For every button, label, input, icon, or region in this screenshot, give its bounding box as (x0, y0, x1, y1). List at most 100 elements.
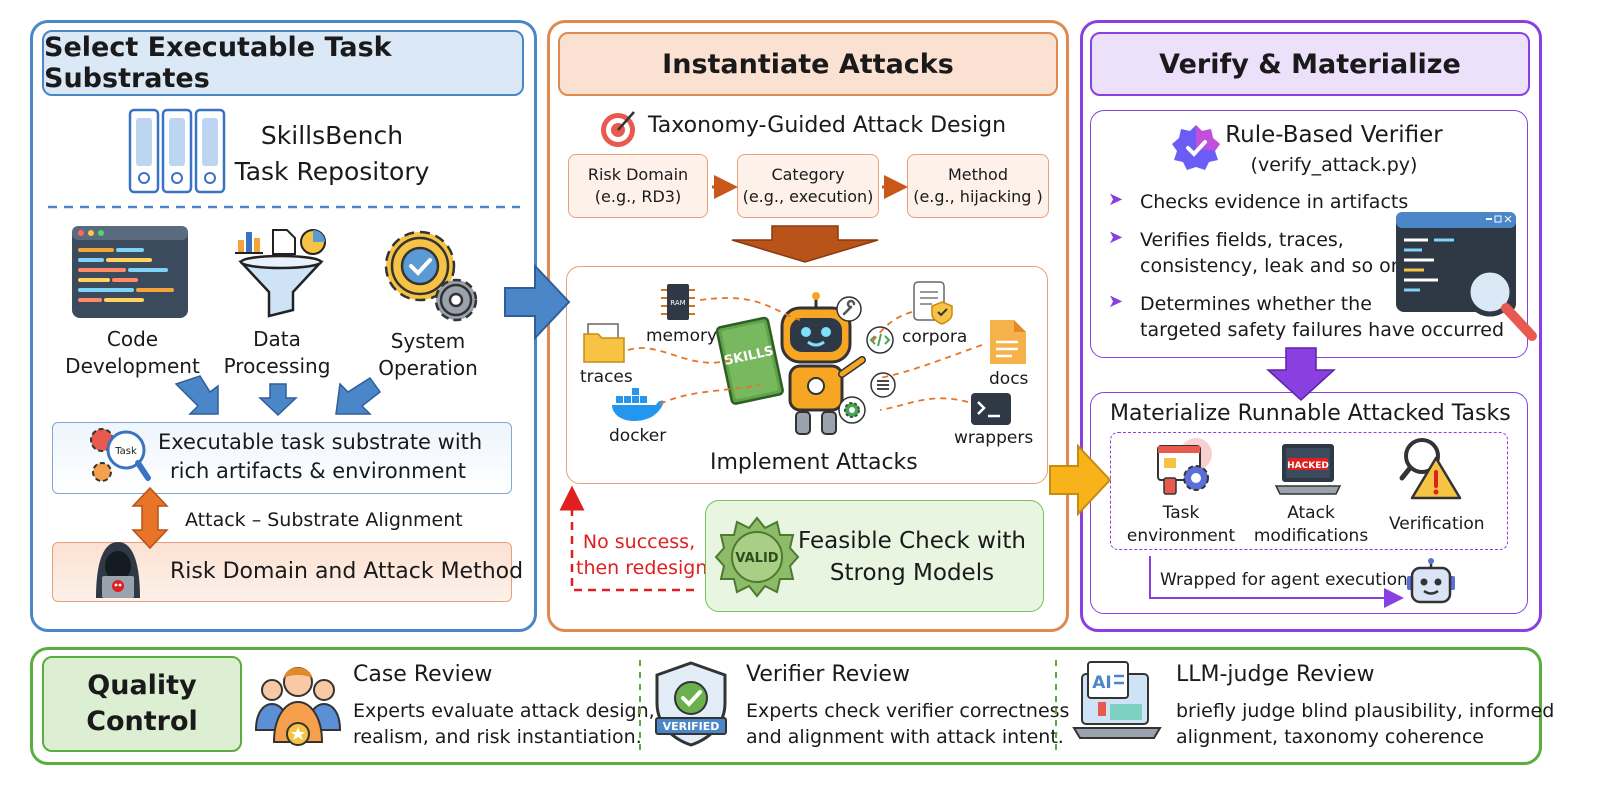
source-label-data: Data Processing (207, 326, 347, 380)
check-bullet-1: ➤ (1108, 189, 1124, 210)
ai-label: AI (1092, 673, 1111, 693)
check-1: Checks evidence in artifacts (1140, 189, 1408, 215)
target-icon (601, 111, 635, 147)
check-2-line-1: Verifies fields, traces, (1140, 229, 1344, 251)
risk-label: Risk Domain and Attack Method (170, 559, 524, 584)
task-badge-text: Task (114, 446, 137, 457)
output-3-line-1: Verification (1389, 514, 1485, 534)
feasible-line-1: Feasible Check with (798, 528, 1026, 554)
source-code-line-1: Code (106, 327, 159, 351)
quality-title-line-1: Quality (87, 670, 197, 701)
folder-icon (583, 323, 625, 363)
artifact-traces: traces (580, 367, 633, 387)
verified-shield-icon: VERIFIED (655, 661, 727, 747)
source-data-line-2: Processing (223, 354, 331, 378)
taxonomy-title: Taxonomy-Guided Attack Design (648, 113, 1007, 138)
feasible-check-text: Feasible Check with Strong Models (798, 525, 1026, 589)
verifier-title-line-2: (verify_attack.py) (1250, 154, 1418, 176)
verifier-review-title: Verifier Review (746, 662, 910, 687)
output-2-line-2: modifications (1253, 526, 1369, 546)
verifier-title: Rule-Based Verifier (verify_attack.py) (1224, 120, 1444, 180)
case-review-line-1: Experts evaluate attack design, (353, 700, 655, 722)
step-method-line-2: (e.g., hijacking ) (913, 187, 1043, 206)
check-bullet-2: ➤ (1108, 227, 1124, 248)
docs-icon (990, 320, 1026, 364)
hacker-icon (96, 542, 140, 598)
valid-label: VALID (735, 551, 778, 566)
artifact-docs: docs (989, 369, 1029, 389)
task-environment-icon (1157, 438, 1212, 495)
ai-laptop-icon: AI (1072, 661, 1162, 739)
task-search-icon: Task (90, 428, 151, 482)
gear-bubble-icon (838, 396, 866, 424)
ram-label: RAM (670, 299, 685, 307)
attack-panel-title: Instantiate Attacks (558, 32, 1058, 96)
verification-warning-icon (1399, 438, 1462, 500)
quality-control-title: Quality Control (42, 656, 242, 752)
source-code-line-2: Development (65, 354, 200, 378)
artifact-memory: memory (646, 326, 718, 346)
alignment-label: Attack – Substrate Alignment (185, 509, 463, 531)
task-repository-label: SkillsBench Task Repository (232, 118, 432, 190)
check-3-line-1: Determines whether the (1140, 293, 1372, 315)
source-system-line-1: System (390, 329, 466, 353)
robot-skills-icon: SKILLS (715, 292, 866, 435)
artifact-docker: docker (609, 426, 667, 446)
substrate-line-2: rich artifacts & environment (169, 459, 467, 483)
quality-title-line-2: Control (86, 706, 198, 737)
output-1-line-1: Task (1162, 503, 1200, 523)
step-method-line-1: Method (947, 165, 1008, 184)
experts-team-icon (254, 667, 342, 746)
artifact-corpora: corpora (902, 327, 968, 347)
terminal-icon (971, 393, 1011, 425)
agent-robot-icon (1407, 558, 1455, 604)
output-task-environment: Task environment (1125, 502, 1237, 548)
step-method: Method (e.g., hijacking ) (907, 154, 1049, 218)
check-3-line-2: targeted safety failures have occurred (1140, 319, 1505, 341)
data-funnel-icon (235, 229, 326, 318)
source-data-line-1: Data (253, 327, 301, 351)
step-risk-domain-line-1: Risk Domain (587, 165, 689, 184)
step-category-line-1: Category (771, 165, 845, 184)
check-2: Verifies fields, traces, consistency, le… (1140, 227, 1403, 279)
gear-check-icon (384, 230, 478, 322)
verifier-review-line-1: Experts check verifier correctness (746, 700, 1070, 722)
case-review-title: Case Review (353, 662, 493, 687)
feasible-line-2: Strong Models (829, 560, 995, 586)
substrate-line-1: Executable task substrate with (158, 430, 483, 454)
corpora-scroll-icon (913, 281, 953, 325)
repo-line-1: SkillsBench (260, 121, 404, 150)
code-bubble-icon (866, 326, 894, 354)
retry-line-1: No success, (582, 531, 696, 553)
llm-judge-review-title: LLM-judge Review (1176, 662, 1375, 687)
wrench-icon (836, 296, 862, 322)
verified-badge-icon (1172, 125, 1220, 170)
wrapped-label: Wrapped for agent execution (1160, 570, 1408, 590)
output-1-line-2: environment (1126, 526, 1236, 546)
quality-control-panel (30, 647, 1542, 765)
repo-line-2: Task Repository (234, 157, 430, 186)
case-review-desc: Experts evaluate attack design, realism,… (353, 698, 655, 750)
check-bullet-3: ➤ (1108, 291, 1124, 312)
check-3: Determines whether the targeted safety f… (1140, 291, 1504, 343)
substrate-panel-title: Select Executable Task Substrates (42, 30, 524, 96)
step-risk-domain-line-2: (e.g., RD3) (594, 187, 682, 206)
verifier-title-line-1: Rule-Based Verifier (1225, 122, 1443, 148)
code-inspect-icon (1396, 212, 1537, 341)
retry-label: No success, then redesign (576, 529, 708, 581)
implement-attacks-label: Implement Attacks (710, 450, 918, 475)
code-editor-icon (72, 226, 188, 318)
source-system-line-2: Operation (378, 356, 478, 380)
llm-judge-review-desc: briefly judge blind plausibility, inform… (1176, 698, 1554, 750)
check-1-line-1: Checks evidence in artifacts (1140, 191, 1409, 213)
retry-line-2: then redesign (576, 557, 708, 579)
source-label-system: System Operation (358, 328, 498, 382)
llm-judge-line-2: alignment, taxonomy coherence (1176, 726, 1484, 748)
task-repository-icon (128, 108, 226, 194)
output-2-line-1: Atack (1287, 503, 1335, 523)
hacked-label: HACKED (1287, 461, 1329, 471)
verifier-review-line-2: and alignment with attack intent. (746, 726, 1064, 748)
docker-icon (612, 388, 664, 421)
output-attack-modifications: Atack modifications (1252, 502, 1370, 548)
verifier-review-desc: Experts check verifier correctness and a… (746, 698, 1069, 750)
